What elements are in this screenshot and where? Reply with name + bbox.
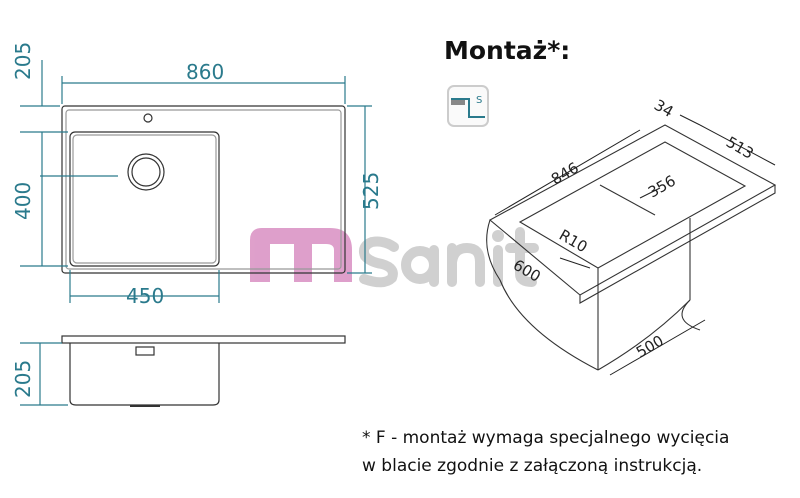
bowl-depth-dimension: 400: [11, 182, 35, 220]
side-view: [61, 335, 346, 407]
mount-type-letter: S: [476, 95, 482, 106]
flush-mount-icon: S: [447, 85, 489, 127]
side-depth-dimension: 205: [11, 360, 35, 398]
cabinet-width-dimension: 500: [633, 332, 667, 362]
footnote-line-2: w blacie zgodnie z załączoną instrukcją.: [362, 456, 703, 476]
radius-dimension: R10: [556, 226, 591, 256]
top-view-dimensions: [20, 60, 372, 303]
offset-dimension: 205: [11, 42, 35, 80]
isometric-view: [486, 124, 777, 371]
tap-hole: [143, 113, 153, 123]
watermark-m-logo: [250, 228, 352, 282]
width-iso-dimension: 513: [723, 133, 757, 163]
drain-icon: [127, 153, 165, 191]
bowl-width-iso-dimension: 356: [645, 172, 679, 202]
depth-dimension: 525: [359, 172, 383, 210]
watermark-sanit-logo: [358, 227, 539, 288]
footnote-line-1: * F - montaż wymaga specjalnego wycięcia: [362, 428, 730, 448]
top-view: [61, 105, 346, 274]
width-dimension: 860: [186, 60, 224, 84]
mounting-title: Montaż*:: [444, 36, 571, 65]
rim-dimension: 34: [651, 96, 677, 121]
watermark: [250, 227, 539, 288]
bowl-width-dimension: 450: [126, 284, 164, 308]
length-dimension: 846: [548, 159, 582, 189]
